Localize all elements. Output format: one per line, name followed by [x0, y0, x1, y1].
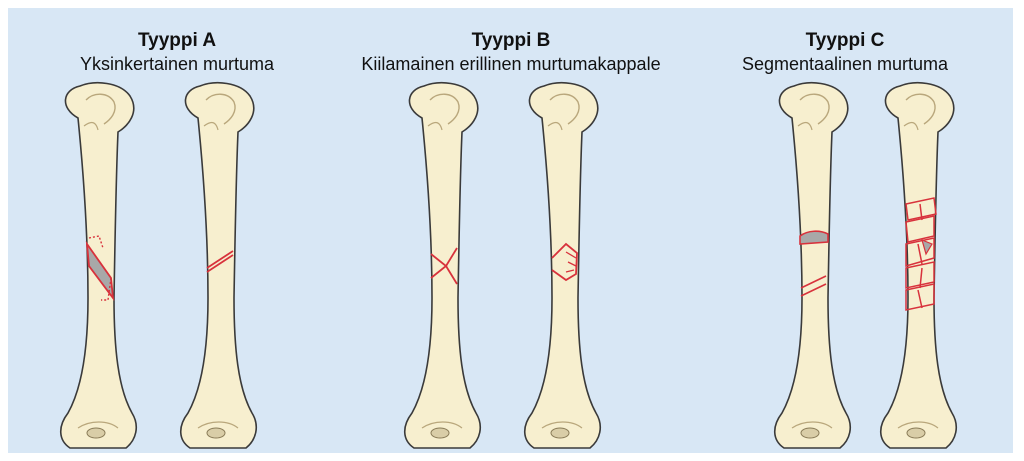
type-a-bone-1 — [61, 83, 137, 448]
type-c-upper-fracture — [800, 231, 828, 244]
type-b-bone-2 — [525, 83, 601, 448]
type-b-bone-1 — [405, 83, 481, 448]
type-c-bone-2 — [881, 83, 957, 448]
fracture-classification-panel: Tyyppi A Yksinkertainen murtuma Tyyppi B… — [8, 8, 1013, 453]
type-a-bone-2 — [181, 83, 257, 448]
type-c-bone-1 — [775, 83, 851, 448]
bone-illustrations — [8, 8, 1013, 453]
